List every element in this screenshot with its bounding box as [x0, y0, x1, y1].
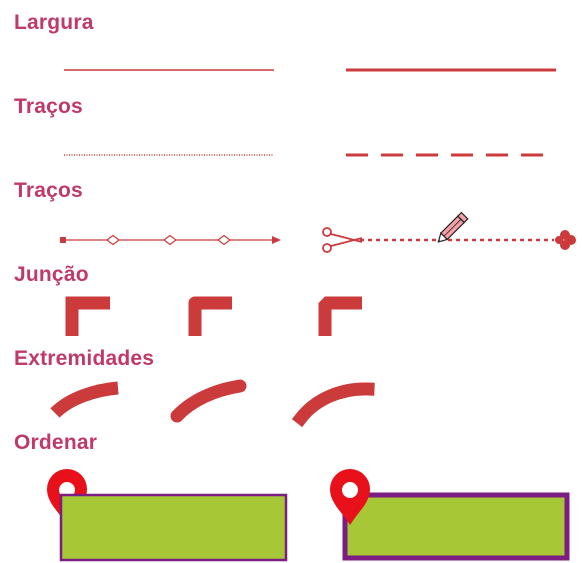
diamond-marker-icon — [163, 234, 177, 246]
heading-tracos-2: Traços — [14, 179, 83, 202]
butt-cap — [50, 381, 119, 418]
order-demo-right — [330, 469, 570, 561]
round-join — [188, 296, 232, 336]
heading-largura: Largura — [14, 11, 94, 34]
diamond-marker-icon — [217, 234, 231, 246]
square-start-marker — [60, 237, 66, 243]
marker-line-demo — [60, 234, 281, 246]
cut-line-demo — [322, 211, 576, 253]
order-demo-left — [47, 469, 288, 562]
arrow-end-marker — [272, 236, 281, 244]
linecap-demo — [50, 379, 375, 428]
miter-join — [65, 296, 110, 336]
green-box-back — [342, 492, 570, 561]
scissors-icon — [322, 227, 363, 253]
square-cap — [291, 382, 375, 428]
heading-extremidades: Extremidades — [14, 347, 155, 370]
join-demo — [65, 296, 362, 336]
heading-tracos-1: Traços — [14, 95, 83, 118]
pencil-icon — [437, 211, 469, 243]
heading-ordenar: Ordenar — [14, 431, 98, 454]
location-pin-icon — [330, 469, 370, 525]
bevel-join — [318, 296, 362, 336]
green-box-front — [59, 493, 288, 562]
flower-icon — [555, 230, 576, 250]
heading-juncao: Junção — [14, 263, 89, 286]
round-cap — [170, 379, 247, 423]
diamond-marker-icon — [106, 234, 120, 246]
